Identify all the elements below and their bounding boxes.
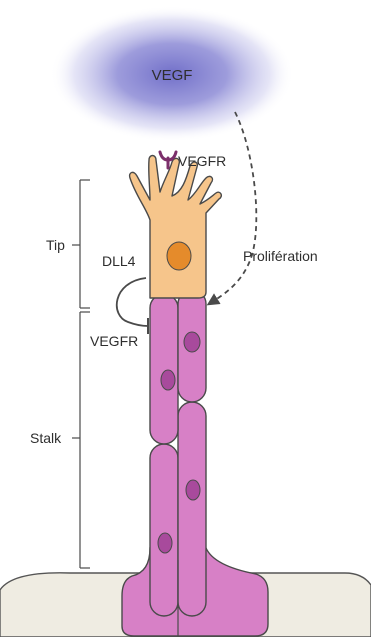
tip-cell (130, 156, 222, 299)
proliferation-label: Prolifération (243, 248, 318, 264)
tip-nucleus (167, 242, 191, 270)
stalk-cells (122, 290, 268, 636)
stalk-nucleus (184, 332, 200, 352)
vegfr-tip-label: VEGFR (178, 153, 226, 169)
dll4-label: DLL4 (102, 253, 136, 269)
proliferation-arrow (212, 112, 256, 302)
stalk-cell-left-lower (150, 444, 178, 616)
vegfr-stalk-label: VEGFR (90, 333, 138, 349)
vegf-label: VEGF (152, 67, 193, 84)
stalk-bracket (72, 312, 90, 568)
dll4-inhibition-arrow (117, 278, 148, 326)
tip-bracket (72, 180, 90, 308)
tip-label: Tip (46, 237, 65, 253)
stalk-nucleus (186, 480, 200, 500)
stalk-cell-left-upper (150, 294, 178, 444)
stalk-nucleus (161, 370, 175, 390)
stalk-cell-right-lower (178, 402, 206, 616)
stalk-nucleus (158, 533, 172, 553)
stalk-label: Stalk (30, 430, 62, 446)
